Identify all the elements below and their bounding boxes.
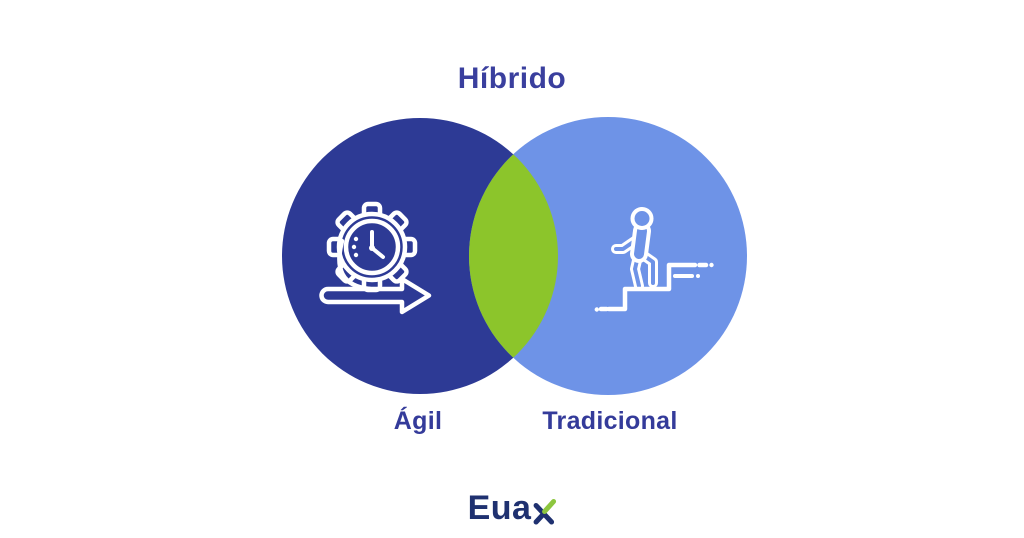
hybrid-overlap-region [469,118,558,394]
person-climbing-stairs-icon [594,207,714,312]
euax-logo-text: Eua [467,489,532,527]
euax-logo-x-glyph [533,499,556,525]
agile-sprint-icon [319,201,432,315]
diagram-title: Híbrido [457,62,567,95]
tradicional-label: Tradicional [542,407,678,435]
euax-logo: Eua [468,491,557,525]
logo-green-accent [541,499,556,514]
agil-label: Ágil [393,407,443,435]
